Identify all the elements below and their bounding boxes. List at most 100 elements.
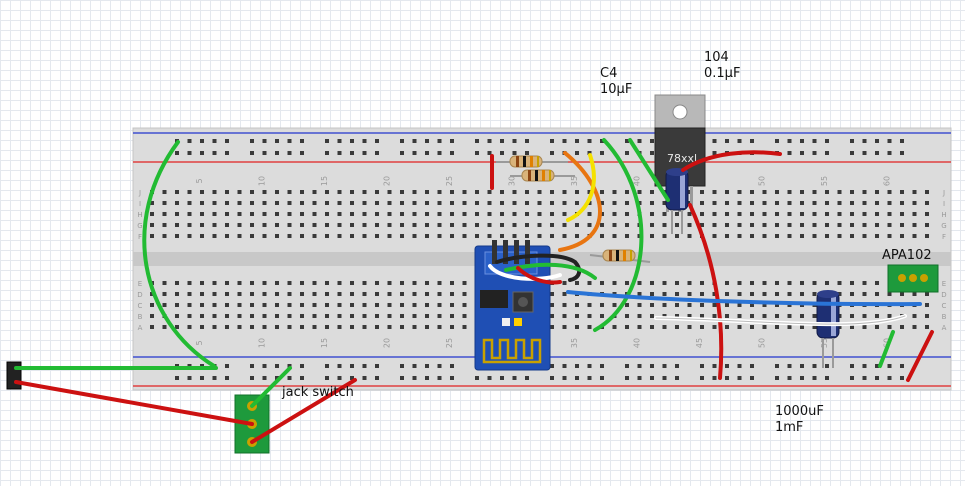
hole [287,223,292,227]
row-letter: A [942,324,947,332]
hole [525,376,529,380]
hole [412,139,417,143]
row-letter: G [137,222,142,230]
hole [225,281,229,285]
hole [812,376,817,380]
hole [400,292,404,296]
hole [825,223,829,227]
hole [212,325,217,329]
hole [887,234,892,238]
hole [900,190,904,194]
hole [587,139,592,143]
hole [862,364,867,368]
hole [700,303,704,307]
column-number: 35 [570,176,579,186]
hole [212,223,217,227]
hole [212,314,217,318]
hole [350,190,354,194]
hole [587,212,592,216]
hole [350,223,354,227]
hole [500,212,504,216]
wire-red-switch [250,378,357,444]
hole [600,151,604,155]
hole [537,190,542,194]
hole [675,212,679,216]
column-number: 15 [320,338,329,348]
hole [562,223,567,227]
hole [225,201,229,205]
hole [762,234,767,238]
cap104-value: 0.1µF [704,66,741,81]
hole [725,234,729,238]
hole [700,223,704,227]
hole [725,314,729,318]
hole [900,212,904,216]
hole [375,201,379,205]
hole [500,190,504,194]
hole [562,212,567,216]
hole [737,303,742,307]
hole [437,292,442,296]
hole [787,364,792,368]
hole [425,303,429,307]
hole [587,376,592,380]
hole [562,190,567,194]
hole [650,314,654,318]
hole [637,303,642,307]
hole [450,201,454,205]
hole [275,223,279,227]
hole [737,292,742,296]
hole [737,201,742,205]
hole [237,201,242,205]
hole [900,376,904,380]
hole [200,151,204,155]
hole [675,234,679,238]
hole [850,325,854,329]
hole [187,303,192,307]
hole [250,201,254,205]
hole [475,201,479,205]
hole [237,234,242,238]
hole [162,212,167,216]
hole [362,190,367,194]
hole [300,223,304,227]
hole [625,139,629,143]
hole [825,364,829,368]
hole [650,281,654,285]
hole [512,223,517,227]
hole [300,325,304,329]
hole [212,376,217,380]
column-number: 50 [758,338,767,348]
hole [875,151,879,155]
hole [562,376,567,380]
hole [500,223,504,227]
hole [625,281,629,285]
hole [287,201,292,205]
hole [325,314,329,318]
hole [250,303,254,307]
hole [300,364,304,368]
column-number: 25 [445,338,454,348]
hole [300,139,304,143]
hole [787,314,792,318]
hole [212,151,217,155]
hole [187,314,192,318]
hole [450,325,454,329]
hole [337,223,342,227]
hole [787,139,792,143]
hole [850,151,854,155]
hole [650,190,654,194]
hole [450,190,454,194]
hole [850,212,854,216]
hole [575,314,579,318]
hole [450,292,454,296]
hole [450,314,454,318]
wire-red-esp [516,266,562,285]
hole [887,223,892,227]
hole [837,234,842,238]
hole [262,292,267,296]
hole [562,139,567,143]
hole [650,201,654,205]
row-letter: J [138,189,141,197]
hole [712,314,717,318]
